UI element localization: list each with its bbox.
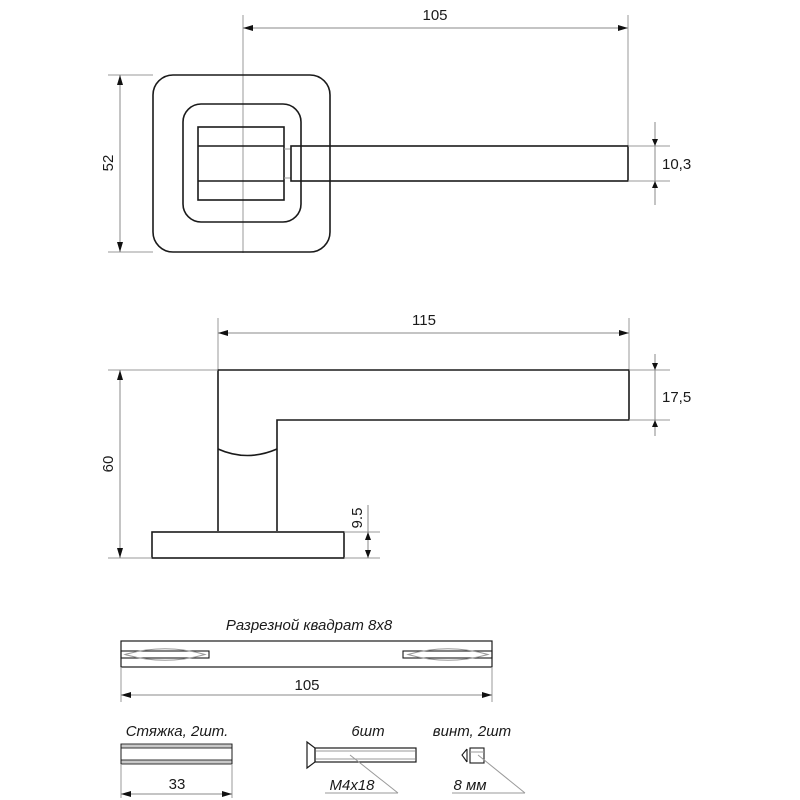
set-screw-size-label: 8 мм — [453, 777, 486, 794]
arrow-down — [652, 139, 658, 146]
arrow-down — [117, 242, 123, 252]
top-view: 105 52 10,3 — [100, 7, 691, 253]
set-screw: винт, 2шт 8 мм — [433, 723, 526, 794]
slot-right — [402, 650, 493, 659]
arrow-right — [618, 25, 628, 31]
arrow-left — [121, 692, 131, 698]
slot-left-lens — [123, 648, 207, 661]
dimension-label-105: 105 — [294, 677, 319, 694]
dimension-label-9-5: 9.5 — [349, 508, 366, 529]
dimension-label-17-5: 17,5 — [662, 389, 691, 406]
arrow-down — [117, 548, 123, 558]
arrow-right — [619, 330, 629, 336]
coupler-wall-top — [120, 743, 233, 749]
dimension-label-115: 115 — [412, 312, 436, 329]
arrow-left — [121, 791, 131, 797]
rosette-inner — [182, 103, 302, 223]
leader-line — [349, 754, 399, 794]
arrow-down — [652, 363, 658, 370]
arrow-up — [365, 532, 371, 540]
dimension-label-33: 33 — [169, 776, 186, 793]
lever-profile — [217, 369, 630, 531]
dimension-label-60: 60 — [100, 456, 117, 473]
side-view: 115 60 17,5 9.5 — [100, 312, 691, 559]
set-screw-title: винт, 2шт — [433, 723, 511, 740]
coupler: Стяжка, 2шт. 33 — [120, 723, 233, 798]
set-screw-body — [469, 747, 485, 764]
coupler-title: Стяжка, 2шт. — [126, 723, 229, 740]
arrow-up — [652, 420, 658, 427]
slot-right-lens — [406, 648, 490, 661]
lever-arm — [290, 145, 629, 182]
screw-shank — [314, 747, 417, 763]
arrow-left — [218, 330, 228, 336]
screw-title: 6шт — [351, 723, 384, 740]
arrow-up — [117, 370, 123, 380]
arrow-up — [117, 75, 123, 85]
screw-head — [306, 740, 316, 770]
neck-curve — [217, 448, 278, 457]
arrow-right — [482, 692, 492, 698]
spindle: Разрезной квадрат 8х8 105 — [120, 617, 493, 702]
arrow-left — [243, 25, 253, 31]
screw-size-label: М4х18 — [329, 777, 375, 794]
spindle-title: Разрезной квадрат 8х8 — [226, 617, 393, 634]
rosette-base — [151, 531, 345, 559]
coupler-wall-bottom — [120, 759, 233, 765]
leader-line — [477, 754, 526, 794]
dimension-label-52: 52 — [100, 155, 117, 172]
arrow-down — [365, 550, 371, 558]
spindle-body — [120, 640, 493, 668]
arrow-up — [652, 181, 658, 188]
lever-neck-square — [197, 126, 285, 201]
slot-left — [120, 650, 210, 659]
mounting-screw: 6шт М4х18 — [306, 723, 417, 794]
rosette-outer — [152, 74, 331, 253]
set-screw-tip — [461, 748, 468, 763]
dimension-label-105: 105 — [422, 7, 447, 24]
dimension-label-10-3: 10,3 — [662, 156, 691, 173]
arrow-right — [222, 791, 232, 797]
